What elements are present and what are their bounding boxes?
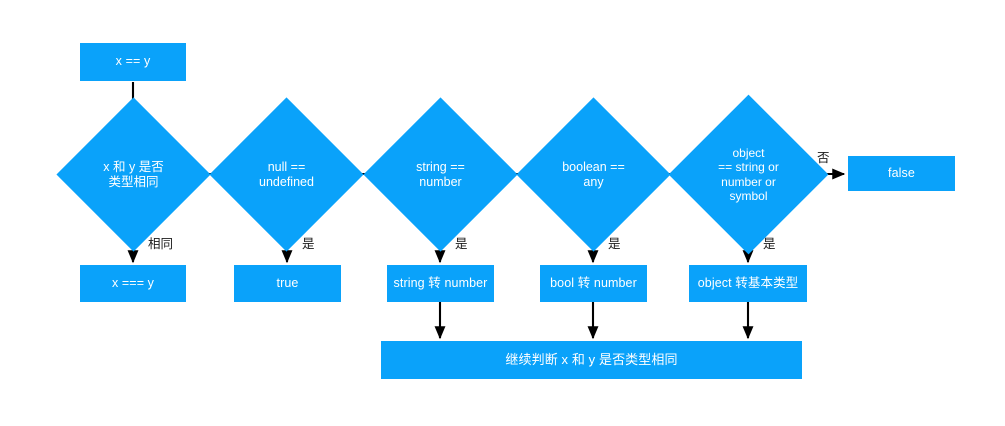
result-node-object-to-primitive-label: object 转基本类型 <box>697 275 799 290</box>
edge-label-object-prim-no: 否 <box>817 151 830 165</box>
decision-node-boolean-any-label: boolean == any <box>562 159 625 189</box>
result-node-false[interactable]: false <box>848 156 955 191</box>
decision-node-type-same-label: x 和 y 是否 类型相同 <box>103 159 164 189</box>
decision-node-string-number-label: string == number <box>416 159 465 189</box>
decision-node-object-prim[interactable]: object == string or number or symbol <box>668 94 829 255</box>
loop-back-node[interactable]: 继续判断 x 和 y 是否类型相同 <box>381 341 802 379</box>
decision-node-null-undefined[interactable]: null == undefined <box>209 97 364 252</box>
decision-node-object-prim-label: object == string or number or symbol <box>718 145 779 203</box>
start-node-label: x == y <box>115 54 151 69</box>
result-node-string-to-number[interactable]: string 转 number <box>387 265 494 302</box>
result-node-bool-to-number-label: bool 转 number <box>550 275 637 290</box>
result-node-string-to-number-label: string 转 number <box>393 275 488 290</box>
result-node-bool-to-number[interactable]: bool 转 number <box>540 265 647 302</box>
start-node-x-equals-y[interactable]: x == y <box>80 43 186 81</box>
decision-node-null-undefined-label: null == undefined <box>259 159 314 189</box>
result-node-strict-equal-label: x === y <box>111 275 155 290</box>
edge-label-null-undefined-yes: 是 <box>302 237 315 251</box>
edge-label-type-same-yes: 相同 <box>148 237 174 251</box>
edge-label-boolean-any-yes: 是 <box>608 237 621 251</box>
decision-node-boolean-any[interactable]: boolean == any <box>516 97 671 252</box>
result-node-false-label: false <box>888 165 915 180</box>
edge-label-object-prim-yes: 是 <box>763 237 776 251</box>
loop-back-node-label: 继续判断 x 和 y 是否类型相同 <box>505 352 678 368</box>
result-node-strict-equal[interactable]: x === y <box>80 265 186 302</box>
result-node-true-label: true <box>276 275 299 290</box>
result-node-object-to-primitive[interactable]: object 转基本类型 <box>689 265 807 302</box>
decision-node-type-same[interactable]: x 和 y 是否 类型相同 <box>56 97 211 252</box>
edge-label-string-number-yes: 是 <box>455 237 468 251</box>
decision-node-string-number[interactable]: string == number <box>363 97 518 252</box>
result-node-true[interactable]: true <box>234 265 341 302</box>
